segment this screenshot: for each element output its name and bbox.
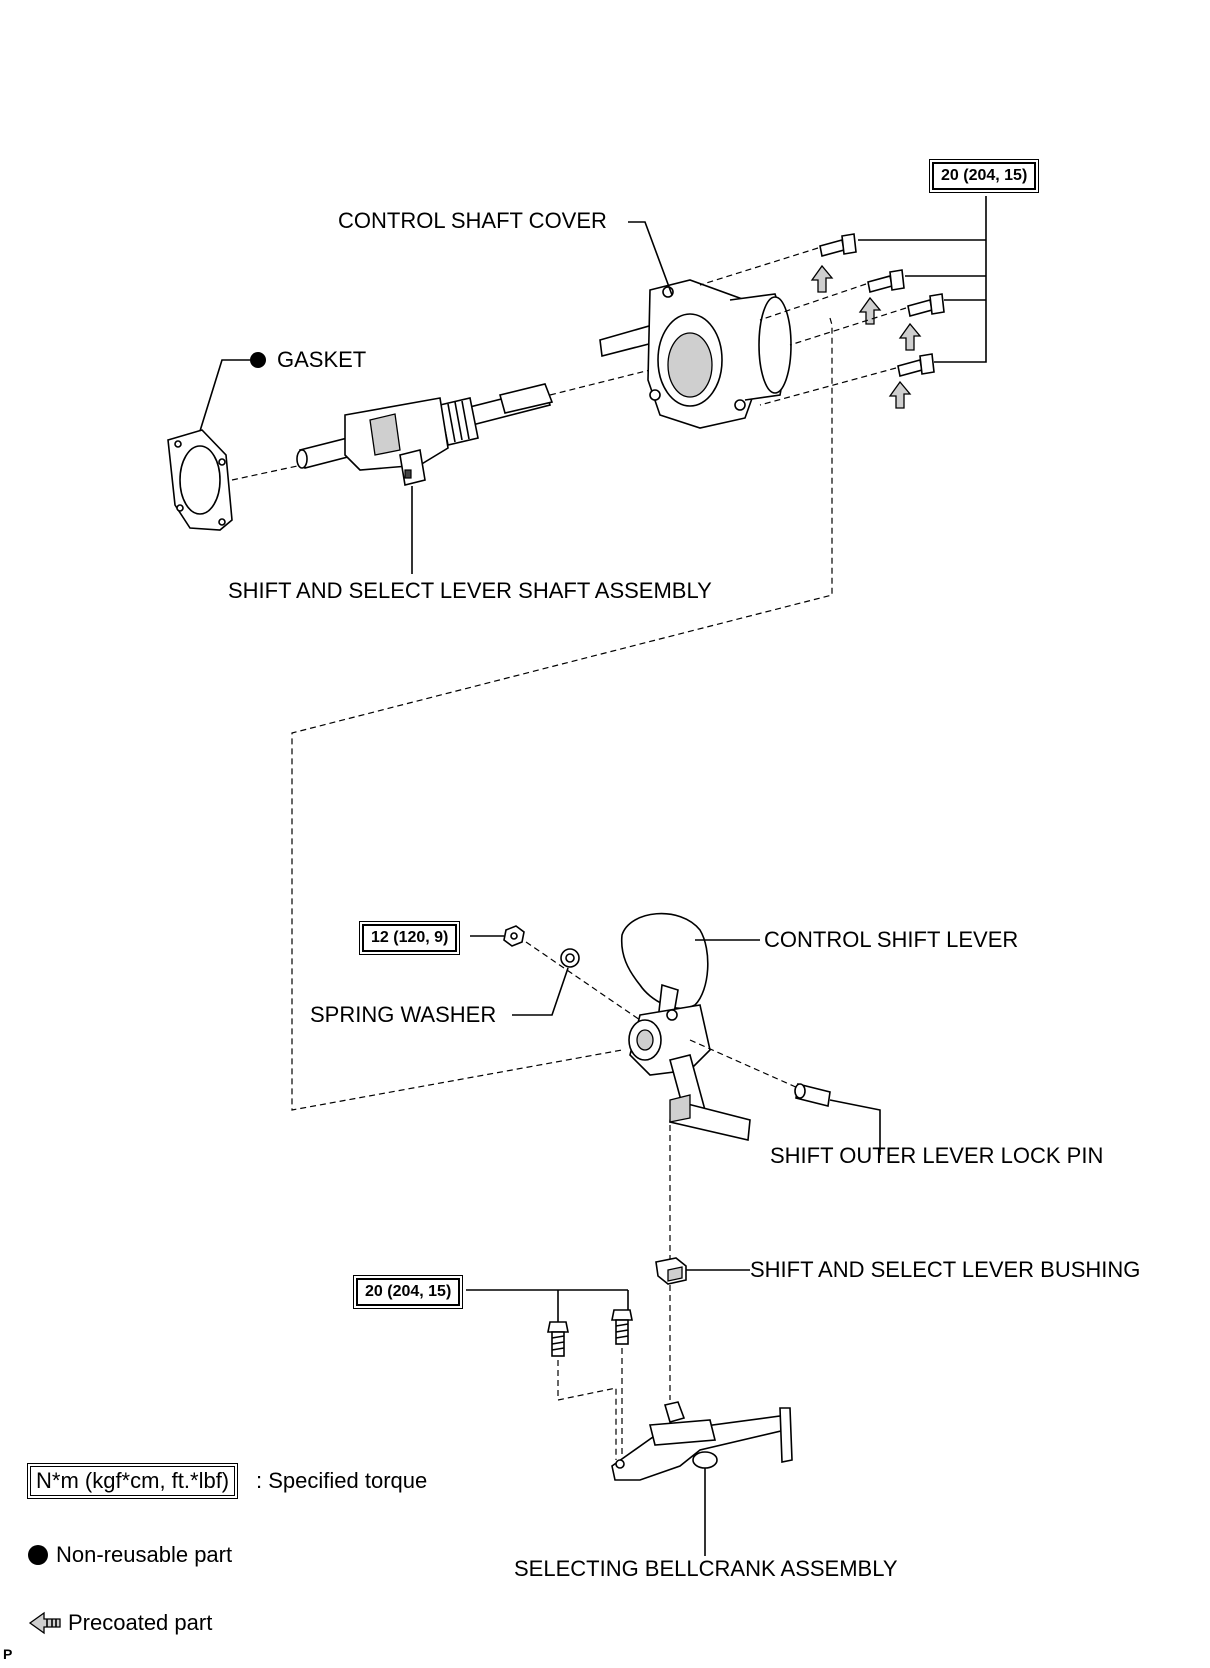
torque-cover-bolts: 20 (204, 15) [928,159,1040,193]
shift-select-lever-shaft-part [296,383,554,486]
selecting-bellcrank-part [611,1401,793,1481]
cover-leader [628,221,673,296]
assembly-path-line [291,317,833,1111]
lever-nut-part [503,925,525,947]
label-control-shift-lever: CONTROL SHIFT LEVER [764,927,1019,952]
bellcrank-torque-leaders [466,1289,629,1322]
lock-pin-leader [829,1099,881,1155]
precoated-marks-cover [810,264,922,409]
legend-precoated-icon [28,1611,61,1635]
label-shift-outer-lever-lock-pin: SHIFT OUTER LEVER LOCK PIN [770,1143,1104,1168]
label-shift-select-lever-shaft: SHIFT AND SELECT LEVER SHAFT ASSEMBLY [228,578,712,603]
figure-code: P [3,1646,13,1662]
legend-nonreusable-text: Non-reusable part [56,1542,233,1567]
bellcrank-bolts [547,1309,633,1357]
gasket-part [167,429,233,531]
legend-precoated-text: Precoated part [68,1610,213,1635]
label-selecting-bellcrank: SELECTING BELLCRANK ASSEMBLY [514,1556,898,1581]
control-shift-lever-part [620,912,751,1141]
spring-washer-part [560,948,580,968]
cover-bolt-dash-lines [699,247,907,406]
cover-torque-leaders [858,196,987,363]
label-gasket: GASKET [277,347,367,372]
label-shift-select-lever-bushing: SHIFT AND SELECT LEVER BUSHING [750,1257,1141,1282]
legend-torque-box: N*m (kgf*cm, ft.*lbf) [26,1463,239,1499]
legend-nonreusable-dot [28,1545,48,1565]
shift-outer-lever-lock-pin-part [794,1083,831,1107]
label-control-shaft-cover: CONTROL SHAFT COVER [338,208,607,233]
control-shaft-cover-part [599,279,792,429]
legend-torque-text: : Specified torque [256,1468,428,1493]
shift-select-lever-bushing-part [655,1257,687,1285]
torque-bellcrank-bolts: 20 (204, 15) [352,1275,464,1309]
nonreusable-dot-gasket [250,352,266,368]
cover-bolts [819,233,945,377]
gasket-leader [199,359,250,432]
torque-lever-nut: 12 (120, 9) [358,921,461,955]
spring-washer-leader [512,967,569,1016]
label-spring-washer: SPRING WASHER [310,1002,497,1027]
